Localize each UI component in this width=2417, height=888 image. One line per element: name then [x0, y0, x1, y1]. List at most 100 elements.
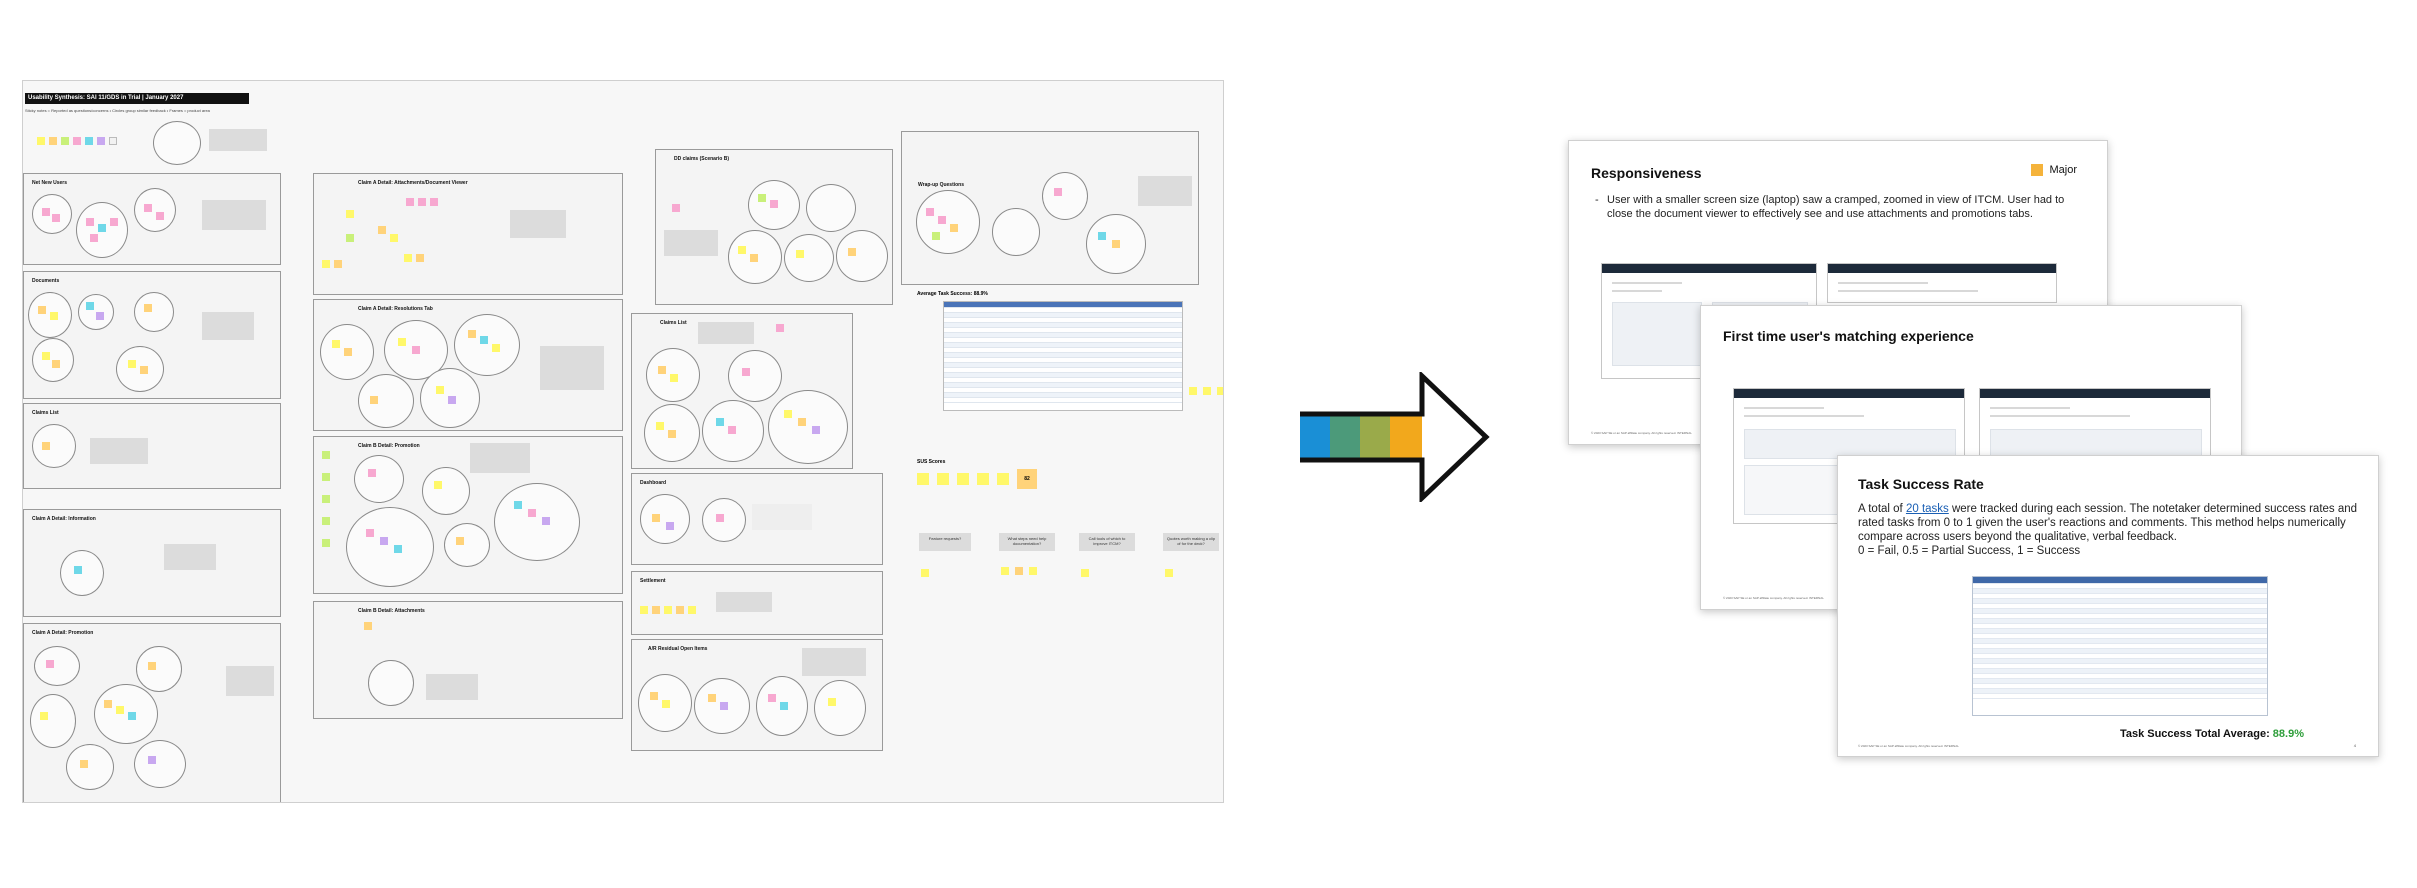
- cluster: [638, 674, 692, 732]
- cluster: [30, 694, 76, 748]
- sticky-note: [434, 481, 442, 489]
- sticky-note: [406, 198, 414, 206]
- cluster: [702, 400, 764, 462]
- sticky-note: [1217, 387, 1223, 395]
- sticky-note: [74, 566, 82, 574]
- legend-note: [109, 137, 117, 145]
- sticky-note: [52, 214, 60, 222]
- cluster: [916, 190, 980, 254]
- sticky-note: [148, 662, 156, 670]
- sticky-note: [42, 442, 50, 450]
- sticky-note: [322, 260, 330, 268]
- sticky-note: [322, 517, 330, 525]
- cluster: [346, 507, 434, 587]
- sticky-note: [144, 204, 152, 212]
- tasks-link[interactable]: 20 tasks: [1905, 503, 1949, 515]
- sticky-note: [366, 529, 374, 537]
- sticky-note: [322, 495, 330, 503]
- sus-scores-label: SUS Scores: [917, 459, 946, 465]
- frame-documents: Documents: [23, 271, 281, 399]
- cluster: [134, 292, 174, 332]
- sticky-note: [394, 545, 402, 553]
- cluster: [1042, 172, 1088, 220]
- sticky-note: [436, 386, 444, 394]
- sticky-note: [921, 569, 929, 577]
- task-success-total: Task Success Total Average: 88.9%: [2119, 728, 2304, 740]
- sticky-note: [932, 232, 940, 240]
- sticky-note: [676, 606, 684, 614]
- cluster: [354, 455, 404, 503]
- memo: [90, 438, 148, 464]
- cluster: [702, 498, 746, 542]
- cluster: [806, 184, 856, 232]
- cluster: [784, 234, 834, 282]
- sticky-note: [662, 700, 670, 708]
- legend-note: [97, 137, 105, 145]
- frame-claims-list-2: Claims List: [631, 313, 853, 469]
- severity-square-icon: [2031, 164, 2044, 176]
- slide-title: Responsiveness: [1591, 165, 1702, 181]
- sticky-note: [542, 517, 550, 525]
- cluster: [32, 194, 72, 234]
- page-number: 4: [2353, 743, 2356, 748]
- slide-title: First time user's matching experience: [1723, 328, 1974, 344]
- cluster: [640, 494, 690, 544]
- success-scale: 0 = Fail, 0.5 = Partial Success, 1 = Suc…: [1858, 545, 2081, 557]
- sticky-note: [514, 501, 522, 509]
- synthesis-board: Usability Synthesis: SAI 11/GDS in Trial…: [22, 80, 1224, 803]
- sticky-note: [378, 226, 386, 234]
- frame-claims-list: Claims List: [23, 403, 281, 489]
- sticky-note: [716, 514, 724, 522]
- sticky-note: [658, 366, 666, 374]
- frame-claim-b-promotion: Claim B Detail: Promotion: [313, 436, 623, 594]
- sticky-note: [390, 234, 398, 242]
- sticky-note: [950, 224, 958, 232]
- cluster: [992, 208, 1040, 256]
- sticky-note: [528, 509, 536, 517]
- task-success-table: [1972, 576, 2268, 716]
- sticky-note: [364, 622, 372, 630]
- sticky-note: [38, 306, 46, 314]
- question-memo: Call tools of which to improve ITCM?: [1079, 533, 1135, 551]
- memo: [802, 648, 866, 676]
- sticky-note: [404, 254, 412, 262]
- sticky-note: [480, 336, 488, 344]
- sus-score: [917, 473, 929, 485]
- cluster: [134, 188, 176, 232]
- memo: [1138, 176, 1192, 206]
- arrow-right-icon: [1300, 372, 1490, 502]
- sticky-note: [40, 712, 48, 720]
- frame-net-new-users: Net New Users: [23, 173, 281, 265]
- sticky-note: [1054, 188, 1062, 196]
- board-title: Usability Synthesis: SAI 11/GDS in Trial…: [25, 93, 249, 104]
- memo: [202, 200, 266, 230]
- cluster: [34, 646, 80, 686]
- sticky-note: [110, 218, 118, 226]
- sticky-note: [322, 539, 330, 547]
- sticky-note: [1165, 569, 1173, 577]
- cluster: [60, 550, 104, 596]
- sticky-note: [90, 234, 98, 242]
- frame-claim-a-information: Claim A Detail: Information: [23, 509, 281, 617]
- sticky-note: [1001, 567, 1009, 575]
- sticky-note: [332, 340, 340, 348]
- sticky-note: [322, 451, 330, 459]
- memo: [664, 230, 718, 256]
- cluster: [768, 390, 848, 464]
- sticky-note: [848, 248, 856, 256]
- sticky-note: [456, 537, 464, 545]
- sticky-note: [1112, 240, 1120, 248]
- sticky-note: [140, 366, 148, 374]
- sticky-note: [346, 210, 354, 218]
- arrow-stripe: [1360, 414, 1390, 460]
- sus-total: 82: [1017, 469, 1037, 489]
- sticky-note: [742, 368, 750, 376]
- sus-score: [957, 473, 969, 485]
- legend-cluster: [153, 121, 201, 165]
- sticky-note: [370, 396, 378, 404]
- average-task-success-label: Average Task Success: 88.9%: [917, 291, 988, 297]
- arrow-stripe: [1300, 414, 1330, 460]
- sticky-note: [768, 694, 776, 702]
- cluster: [836, 230, 888, 282]
- cluster: [814, 680, 866, 736]
